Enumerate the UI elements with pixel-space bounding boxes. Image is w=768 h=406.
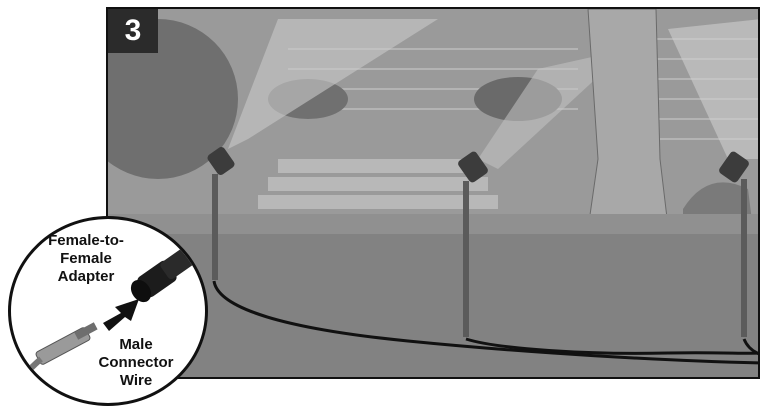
male-label-line: Connector — [98, 354, 174, 371]
low-voltage-wire — [212, 280, 758, 365]
male-connector-wire-icon — [11, 322, 98, 392]
male-label-line: Male — [119, 336, 153, 353]
landscape-light-right — [719, 151, 749, 337]
male-label-line: Wire — [119, 372, 153, 389]
connector-detail-inset — [8, 216, 208, 406]
step-number-badge: 3 — [108, 9, 158, 53]
light-beam-middle — [478, 49, 628, 169]
shrub-left — [108, 19, 238, 179]
light-beam-left — [228, 19, 438, 149]
connector-detail-illustration — [11, 242, 202, 392]
landscape-light-left — [207, 147, 235, 280]
female-adapter-icon — [130, 242, 202, 303]
porch-steps — [258, 159, 498, 209]
yard-scene-photo — [106, 7, 760, 379]
light-beam-right — [668, 19, 758, 159]
arrow-icon — [103, 299, 139, 331]
adapter-label-line: Female — [60, 250, 112, 267]
landscape-light-middle — [458, 151, 488, 337]
male-connector-label: Male Connector Wire — [86, 336, 186, 390]
adapter-label: Female-to- Female Adapter — [40, 232, 132, 286]
yard-scene-illustration — [108, 9, 758, 377]
adapter-label-line: Female-to- — [48, 232, 124, 249]
adapter-label-line: Adapter — [57, 268, 115, 285]
